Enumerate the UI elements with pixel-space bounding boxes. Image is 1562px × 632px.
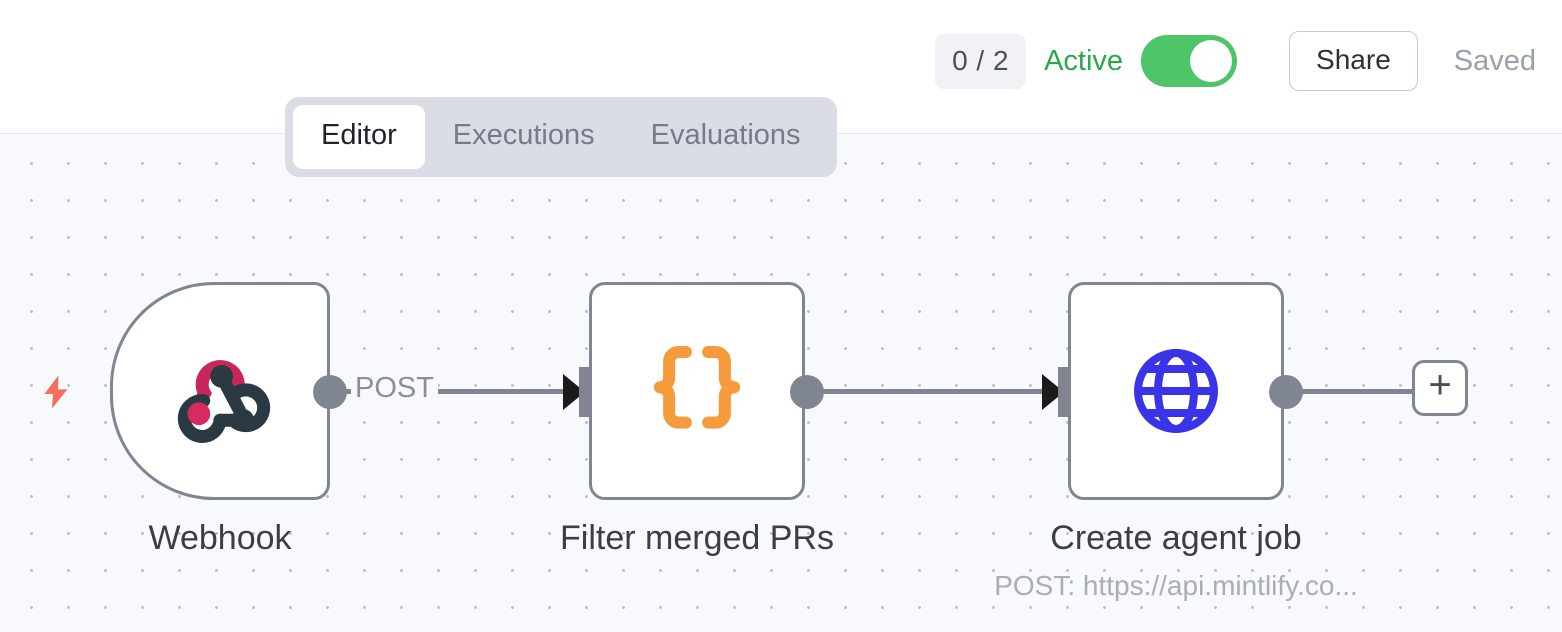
tab-editor[interactable]: Editor (293, 105, 425, 169)
webhook-output-port[interactable] (313, 375, 347, 409)
trigger-bolt-icon (36, 364, 76, 425)
node-subtitle-http: POST: https://api.mintlify.co... (994, 570, 1358, 601)
node-create-agent-job[interactable] (1068, 282, 1284, 500)
tab-evaluations[interactable]: Evaluations (650, 119, 801, 151)
node-webhook[interactable] (110, 282, 330, 500)
workflow-canvas[interactable]: POST (0, 134, 1562, 632)
active-status-label: Active (1044, 44, 1124, 77)
saved-status-label: Saved (1453, 44, 1536, 77)
node-label-webhook: Webhook (148, 519, 292, 557)
tab-executions[interactable]: Executions (452, 119, 595, 151)
curly-braces-icon (592, 285, 802, 497)
globe-icon (1071, 285, 1281, 497)
view-tabs: Editor Executions Evaluations (285, 97, 837, 177)
edge-label-post: POST (351, 372, 438, 405)
node-filter-merged-prs[interactable] (589, 282, 805, 500)
edge-http-to-add (1299, 389, 1414, 394)
plus-icon: + (1428, 363, 1452, 407)
http-output-port[interactable] (1269, 375, 1303, 409)
edge-webhook-to-filter (345, 389, 590, 394)
toggle-knob (1190, 40, 1233, 82)
share-button[interactable]: Share (1289, 31, 1418, 91)
run-count-badge: 0 / 2 (935, 33, 1027, 89)
node-label-filter: Filter merged PRs (560, 519, 834, 557)
edge-filter-to-http (820, 389, 1068, 394)
header-actions: 0 / 2 Active Share Saved (935, 31, 1536, 91)
node-label-http: Create agent job (1050, 519, 1302, 557)
active-toggle[interactable] (1141, 35, 1238, 87)
filter-output-port[interactable] (790, 375, 824, 409)
webhook-icon (113, 285, 327, 497)
add-node-button[interactable]: + (1412, 360, 1468, 416)
